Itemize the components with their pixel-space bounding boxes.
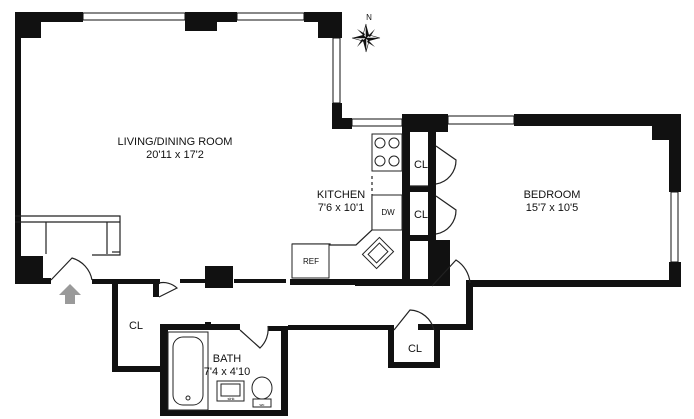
closet-label-4: CL [408,343,422,355]
wall-bedroom-left [428,126,436,286]
dishwasher [371,194,403,231]
bath-door [239,325,269,349]
tub-drain [185,395,191,401]
wall-hall-bottom-long [288,325,392,330]
window-living-top-1 [82,12,186,21]
window-living-right [332,37,341,104]
ref-label: REF [303,257,319,266]
toilet-tank [252,398,272,408]
wall-hall-right [466,280,473,330]
wall-bath-top-left [160,324,240,330]
wall-bath-right [281,326,288,416]
compass-rose-icon [351,23,381,53]
wall-closet4-bottom [388,362,440,368]
wall-living-bottom-mid [180,279,210,283]
living-room-dims: 20'11 x 17'2 [146,149,204,161]
bathtub-inner [172,336,204,406]
wall-bedroom-top-right [514,114,681,126]
window-bedroom-right [670,191,679,263]
wall-entry-left-stub [43,278,51,284]
closet4-door [393,309,435,331]
pillar-top-right [318,12,342,38]
kitchen-name: KITCHEN [317,189,365,201]
entry-stair-outline [15,215,121,256]
window-kitchen-top [351,118,403,127]
wall-closet-mid [402,186,436,192]
bedroom-door [431,259,471,287]
sink-text: sink [227,396,234,401]
wall-bath-left [160,324,168,416]
wall-bath-bottom [160,410,288,416]
closet-label-1: CL [129,320,143,332]
wall-kitchen-top [332,118,352,129]
wall-closet1-right [153,283,159,297]
entry-arrow-icon [59,284,81,304]
wall-closet4-left [388,325,394,367]
compass-north-label: N [366,13,372,22]
wall-closet1-bottom [112,366,167,372]
wall-entry-right [92,279,160,284]
bath-dims: 7'4 x 4'10 [204,366,250,378]
wall-living-top-left [15,12,83,22]
wall-bedroom-bottom [470,280,681,287]
wall-bedroom-right-upper [669,114,681,192]
wall-closet-bottom [402,235,436,241]
toilet [251,376,273,400]
bedroom-name: BEDROOM [524,189,581,201]
bath-sink-basin [220,383,241,397]
pillar-living-bottom [205,266,233,288]
closet-label-3: CL [414,209,428,221]
pillar-bottom-left [15,256,43,284]
dw-label: DW [381,208,395,217]
wall-closet4-right [434,325,440,368]
refrigerator [291,243,330,279]
wall-living-left [15,12,21,284]
wall-living-bottom-right [234,279,286,283]
wall-kitchen-bottom-thick [355,279,430,286]
pillar-top-center [185,12,217,31]
wall-stub-left [205,322,211,326]
entry-door-swing [50,257,93,281]
living-room-name: LIVING/DINING ROOM [118,136,233,148]
burner-1 [374,137,386,149]
wall-closet1-left [112,279,118,371]
burner-4 [388,155,400,167]
kitchen-sink [361,236,395,270]
wall-kitchen-right [402,126,410,286]
wall-living-right-lower [332,103,342,129]
wall-bath-top-right [268,326,288,331]
pillar-bedroom-bl [428,240,450,286]
kitchen-dims: 7'6 x 10'1 [318,202,364,214]
closet1-door [158,281,179,298]
window-living-top-2 [236,12,305,21]
closet2-door [435,145,457,185]
window-bedroom-top [447,115,515,125]
burner-3 [374,155,386,167]
burner-2 [388,137,400,149]
closet-label-2: CL [414,159,428,171]
toilet-text: wc [260,402,265,407]
wall-bedroom-top-left [402,114,448,132]
closet3-door [435,195,457,235]
bedroom-dims: 15'7 x 10'5 [526,202,579,214]
wall-hall-bottom [418,324,473,330]
bath-name: BATH [213,353,242,365]
